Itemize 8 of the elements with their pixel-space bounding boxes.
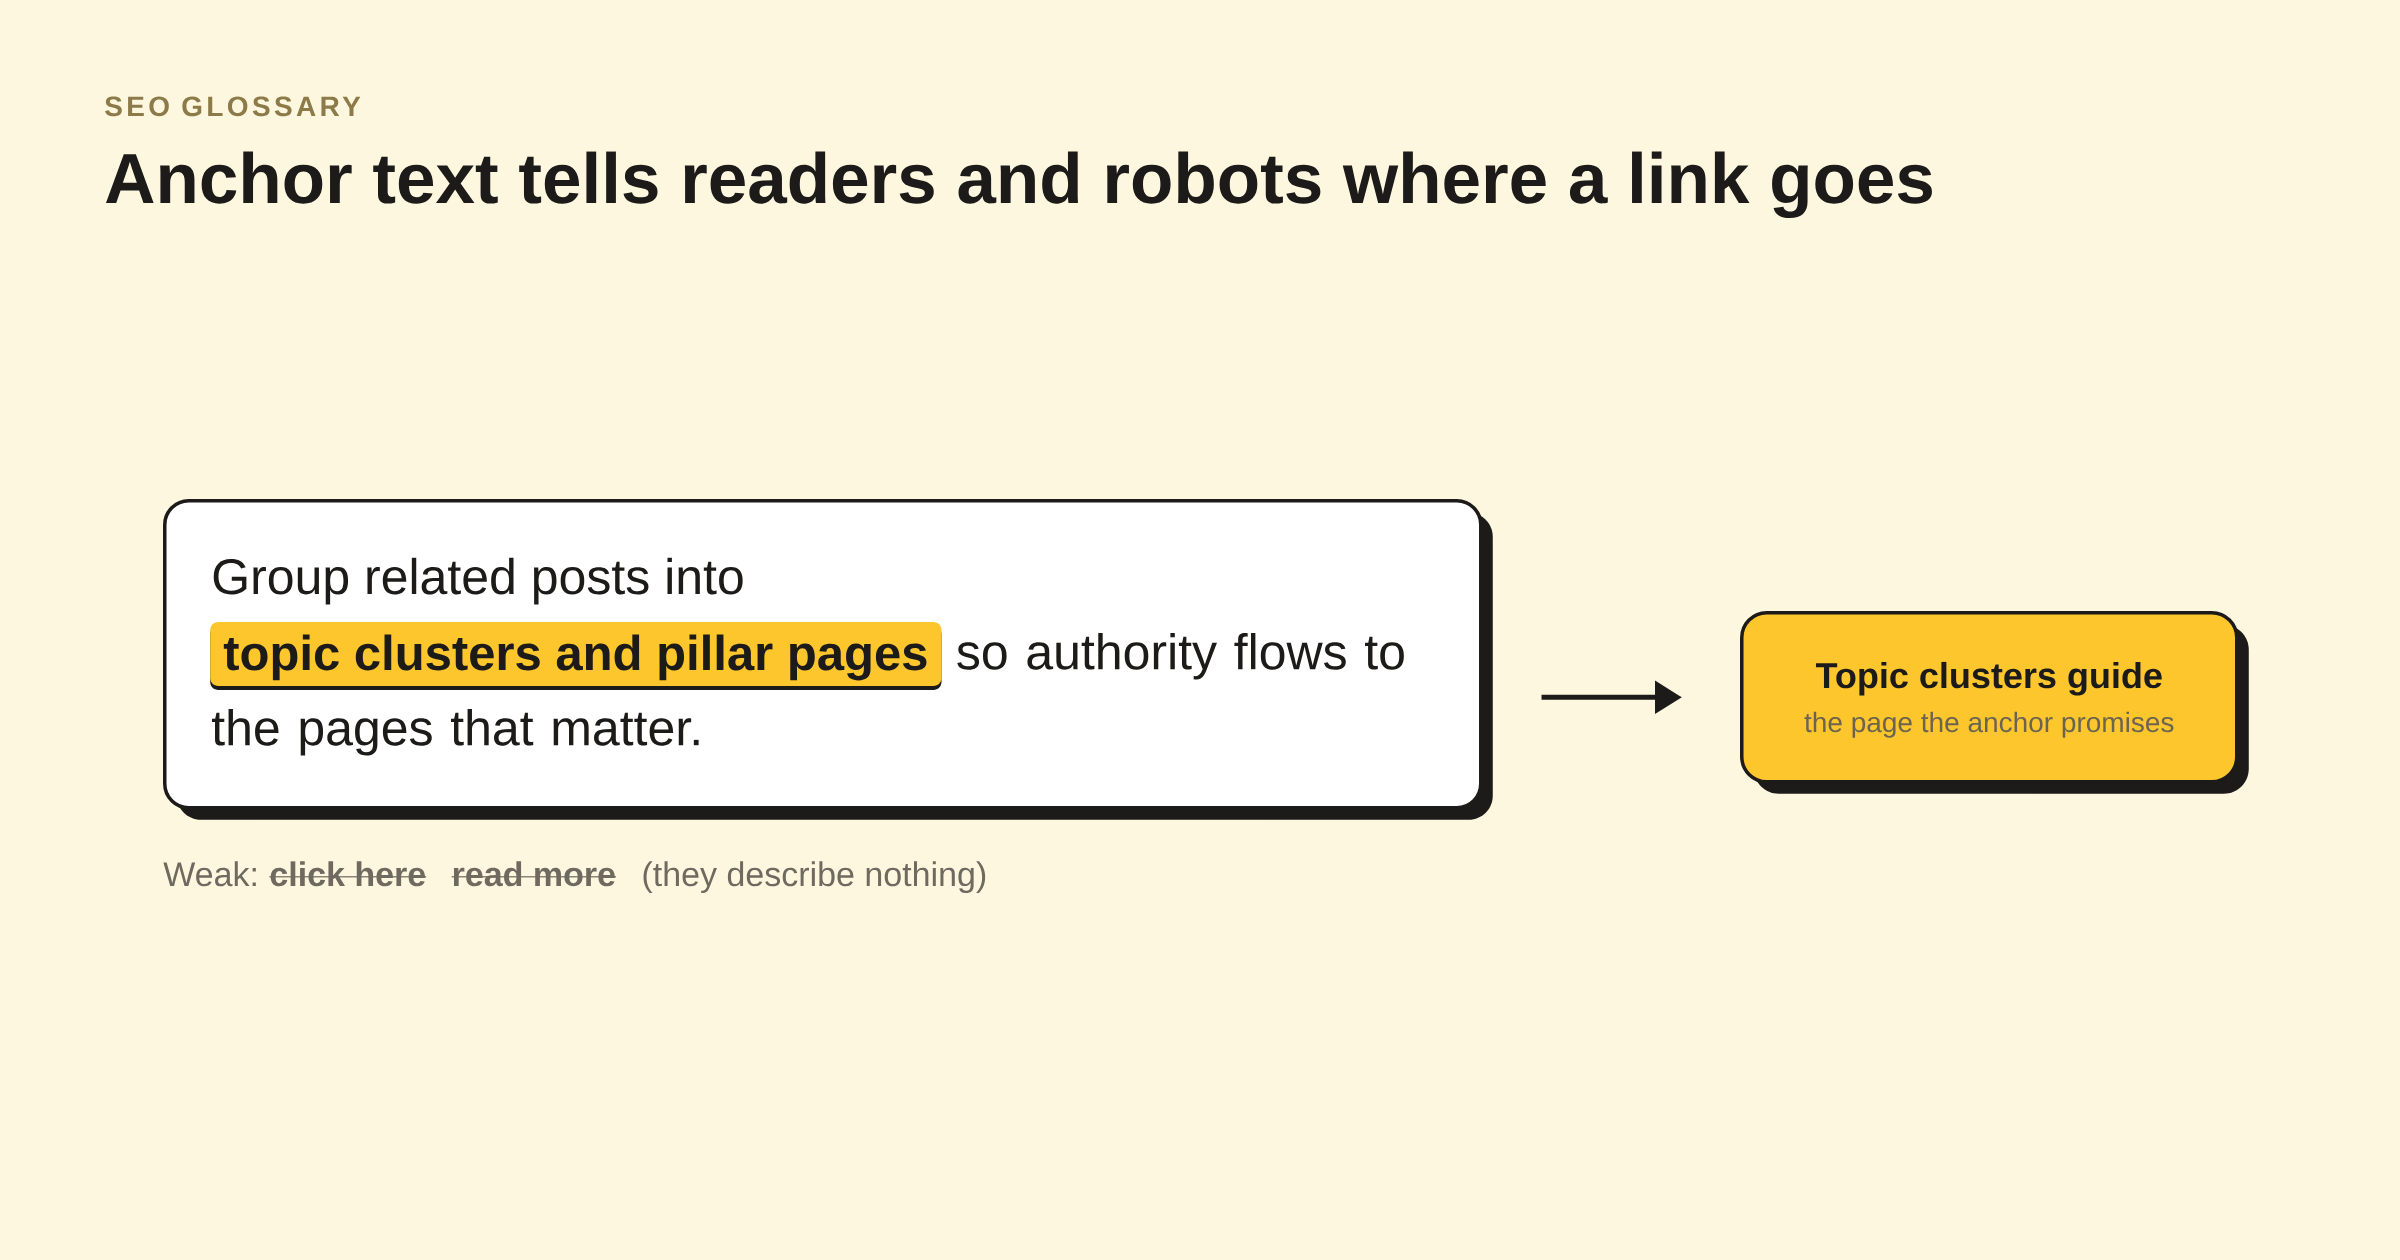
paragraph-text: Group related posts into topic clusters and pillar pages so authority flows to the pages that matter. xyxy=(210,557,1404,756)
highlighted-anchor: topic clusters and pillar pages xyxy=(210,622,942,690)
note-text: (they describe nothing) xyxy=(643,861,986,894)
destination-card: Topic clusters guide the page the anchor promises xyxy=(1740,611,2249,794)
category-label: SEO GLOSSARY xyxy=(105,96,361,117)
note-label: Weak: xyxy=(163,861,256,887)
text-card xyxy=(163,499,1493,820)
heading: Anchor text tells readers and robots where a link goes xyxy=(106,151,1932,219)
